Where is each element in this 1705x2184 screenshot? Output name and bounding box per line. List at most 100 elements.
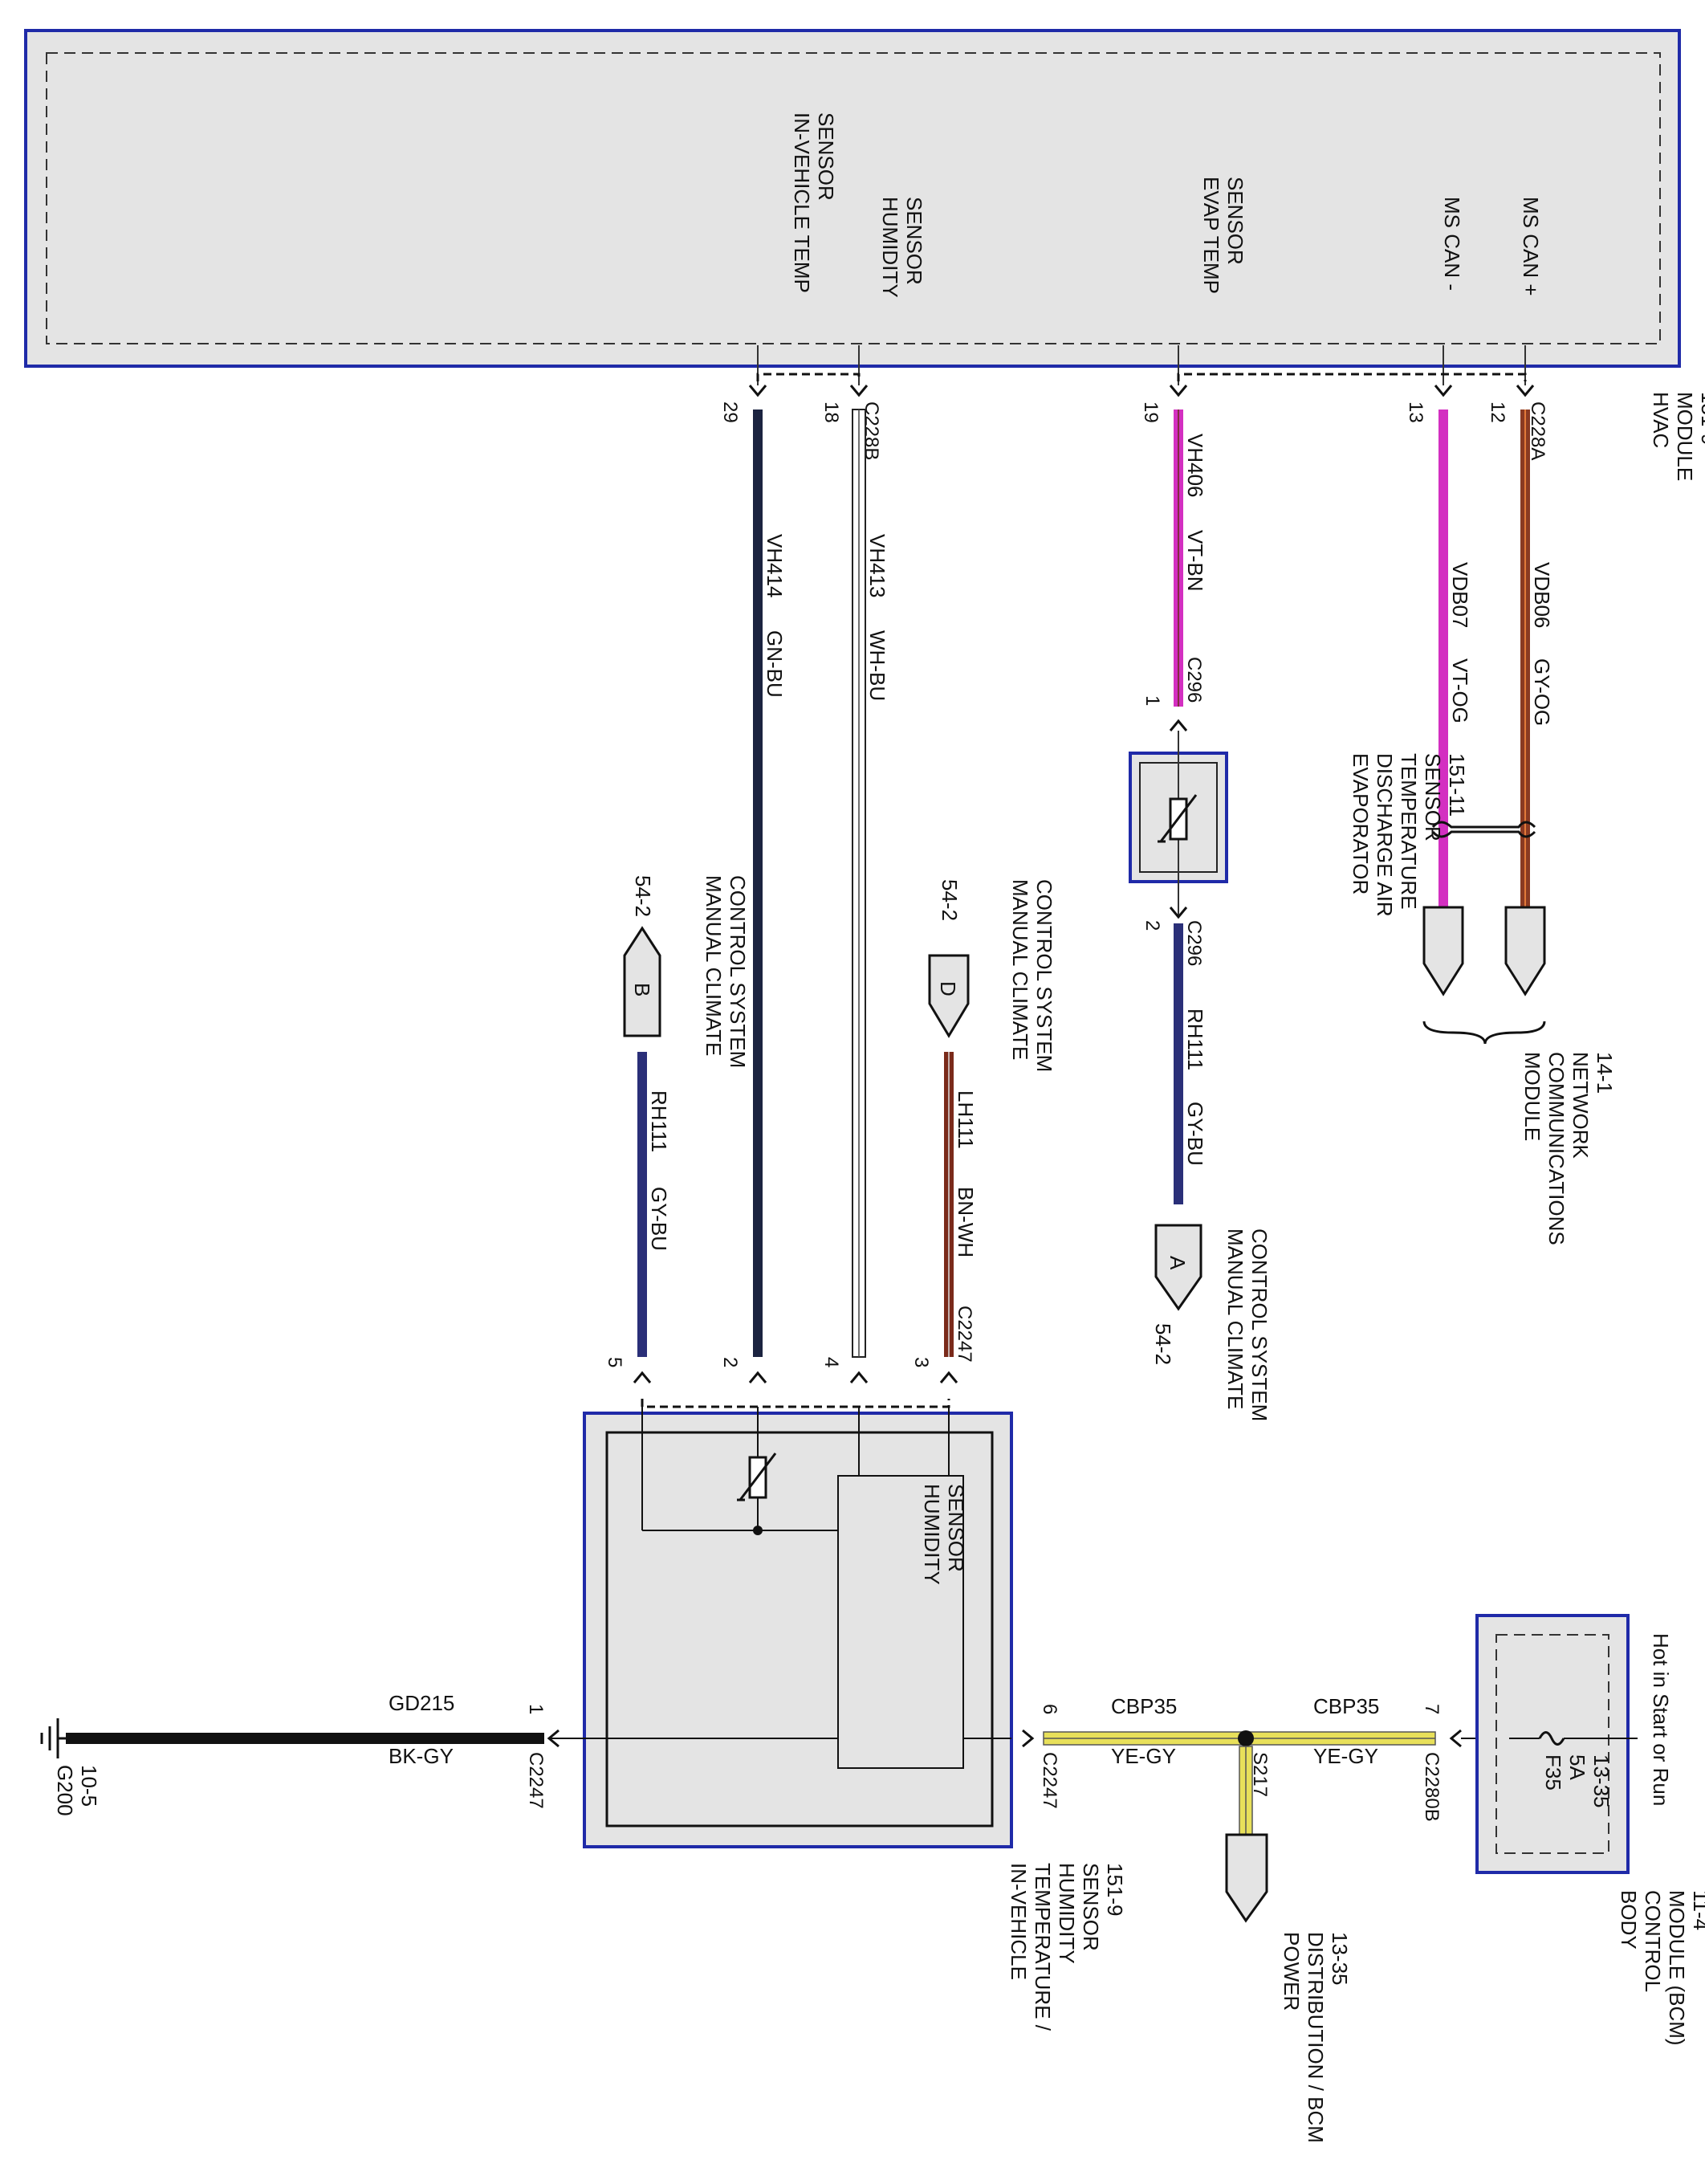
wire-vdb06[interactable]: VDB06 GY-OG	[1520, 410, 1554, 907]
wire-vh413[interactable]: VH413 WH-BU	[852, 409, 889, 1358]
ivths-title-4: SENSOR	[1079, 1863, 1103, 1951]
hvac-title-line-3: 151-9	[1697, 392, 1705, 446]
wire-cbp35-drop[interactable]	[1239, 1746, 1253, 1836]
c2247-left: 1 C2247	[525, 1704, 560, 1809]
wire-vh413-circuit: VH413	[865, 534, 889, 598]
hvac-title-line-2: MODULE	[1673, 392, 1697, 481]
wire-vh414[interactable]: VH414 GN-BU	[753, 410, 787, 1357]
mccs-b-title: MANUAL CLIMATE CONTROL SYSTEM	[702, 875, 750, 1068]
hvac-module[interactable]	[24, 29, 1681, 368]
mccs-a-connector[interactable]: A	[1154, 1224, 1202, 1311]
input-label-humidity: HUMIDITY SENSOR	[878, 197, 926, 298]
ground-name: G200	[53, 1765, 77, 1816]
mccs-d-ref: 54-2	[938, 879, 962, 921]
pdist-connector[interactable]	[1225, 1833, 1268, 1923]
wire-vdb06-color: GY-OG	[1530, 658, 1554, 726]
wire-vh406-circuit: VH406	[1183, 434, 1207, 498]
mccs-d-title-1: MANUAL CLIMATE	[1008, 879, 1032, 1060]
mccs-b-connector[interactable]: B	[623, 926, 661, 1037]
humidity-line-1: HUMIDITY	[878, 197, 902, 298]
pin-29: 29	[719, 401, 741, 423]
ivths-title-3: HUMIDITY	[1055, 1863, 1079, 1964]
wire-rh111-b[interactable]: RH111 GY-BU	[637, 1052, 671, 1357]
pdist-title-1: POWER	[1280, 1932, 1304, 2011]
ground-icon	[40, 1718, 66, 1758]
pdist-title-2: DISTRIBUTION / BCM	[1304, 1932, 1328, 2143]
mcn-line-4: 14-1	[1593, 1052, 1617, 1094]
mccs-a-ref: 54-2	[1151, 1323, 1175, 1365]
ivths-humidity-sensor-box: HUMIDITY SENSOR	[837, 1475, 968, 1769]
mccs-a-title: MANUAL CLIMATE CONTROL SYSTEM	[1223, 1228, 1272, 1421]
humidity-line-2: SENSOR	[902, 197, 926, 285]
thermistor-icon	[1158, 794, 1198, 843]
evap-conn-bottom: C296	[1183, 920, 1205, 966]
mscan-plus-text: MS CAN +	[1519, 197, 1543, 296]
mcn-brace	[1422, 1021, 1546, 1045]
conn-c228a: C228A	[1527, 401, 1548, 460]
evap-title-5: 151-11	[1445, 753, 1469, 817]
bcm-title-1: BODY	[1617, 1890, 1641, 1950]
wire-cbp35-left[interactable]: CBP35 YE-GY	[1043, 1694, 1247, 1768]
bcm-title-2: CONTROL	[1641, 1890, 1665, 1992]
ivths-title-1: IN-VEHICLE	[1007, 1863, 1031, 1980]
mcn-arrow-2[interactable]	[1504, 906, 1546, 996]
wire-rh111b-color: GY-BU	[647, 1187, 671, 1251]
c2247-pin-5: 5	[604, 1357, 625, 1367]
mccs-b-title-2: CONTROL SYSTEM	[726, 875, 750, 1068]
c2247-conn-top: C2247	[954, 1306, 975, 1363]
wire-rh111a-color: GY-BU	[1183, 1102, 1207, 1166]
c2247-pin-4: 4	[820, 1357, 842, 1367]
hvac-module-title: HVAC MODULE 151-9	[1649, 392, 1705, 481]
evap-title-2: DISCHARGE AIR	[1373, 753, 1397, 917]
wire-lh111-circuit: LH111	[954, 1090, 978, 1149]
bcm-title-4: 11-4	[1689, 1890, 1705, 1930]
c2280b-conn: C2280B	[1421, 1752, 1443, 1822]
wire-cbp35-right[interactable]: CBP35 YE-GY	[1245, 1694, 1436, 1768]
ground-label: G200 10-5	[53, 1765, 101, 1816]
wire-vh414-color: GN-BU	[763, 630, 787, 698]
evap-line-2: SENSOR	[1223, 177, 1247, 265]
input-label-evap: EVAP TEMP SENSOR	[1199, 177, 1247, 294]
wire-gd215[interactable]: GD215 BK-GY	[66, 1691, 544, 1768]
mccs-b-ref: 54-2	[631, 875, 655, 917]
c2247-right: 6 C2247	[1022, 1704, 1060, 1809]
fuse-name: F35	[1541, 1754, 1565, 1791]
mcn-title: MODULE COMMUNICATIONS NETWORK 14-1	[1520, 1052, 1617, 1245]
ivths-title-2: TEMPERATURE /	[1031, 1863, 1055, 2031]
wire-vdb06-circuit: VDB06	[1530, 562, 1554, 628]
bcm-title-3: MODULE (BCM)	[1665, 1890, 1689, 2046]
wire-vh406[interactable]: VH406 VT-BN	[1174, 410, 1207, 707]
wire-vdb07[interactable]: VDB07 VT-OG	[1438, 410, 1472, 907]
pin-19: 19	[1140, 401, 1162, 423]
wire-rh111a-circuit: RH111	[1183, 1008, 1207, 1070]
mccs-a-letter: A	[1166, 1256, 1190, 1270]
c2247-conn-right: C2247	[1039, 1752, 1060, 1809]
wire-gd215-circuit: GD215	[389, 1691, 454, 1715]
connector-chevrons-hvac	[748, 385, 1535, 397]
wire-rh111-evap[interactable]: RH111 GY-BU	[1174, 923, 1207, 1204]
mcn-arrow-1[interactable]	[1422, 906, 1464, 996]
evap-pin-2: 2	[1141, 920, 1163, 931]
ivths-internal-wiring	[549, 1407, 1011, 1739]
wire-vdb07-circuit: VDB07	[1448, 562, 1472, 628]
bcm-module[interactable]	[1475, 1614, 1638, 1874]
wire-lh111[interactable]: LH111 BN-WH	[944, 1052, 978, 1357]
ivths-thermistor-icon	[737, 1453, 777, 1502]
mccs-d-title: MANUAL CLIMATE CONTROL SYSTEM	[1008, 879, 1056, 1072]
evap-title-4: SENSOR	[1421, 753, 1445, 841]
fuse-label: F35 5A 13-35	[1541, 1754, 1613, 1808]
pin-12: 12	[1487, 401, 1508, 423]
evap-line-1: EVAP TEMP	[1199, 177, 1223, 294]
twisted-pair-marker	[1431, 821, 1536, 838]
evap-sensor-c296-bottom: 2 C296	[1141, 907, 1205, 966]
wire-vh406-color: VT-BN	[1183, 530, 1207, 592]
humidity-box-line-2: SENSOR	[944, 1484, 968, 1572]
mccs-d-connector[interactable]: D	[928, 954, 970, 1038]
hvac-connector-shells	[756, 373, 1527, 381]
pdist-title-3: 13-35	[1328, 1932, 1352, 1986]
input-label-mscan-minus: MS CAN -	[1440, 197, 1464, 291]
fuse-ref: 13-35	[1589, 1754, 1613, 1808]
mccs-a-title-1: MANUAL CLIMATE	[1223, 1228, 1247, 1409]
wire-cbp35b-circuit: CBP35	[1313, 1694, 1379, 1718]
c2247-pin-6: 6	[1039, 1704, 1060, 1714]
